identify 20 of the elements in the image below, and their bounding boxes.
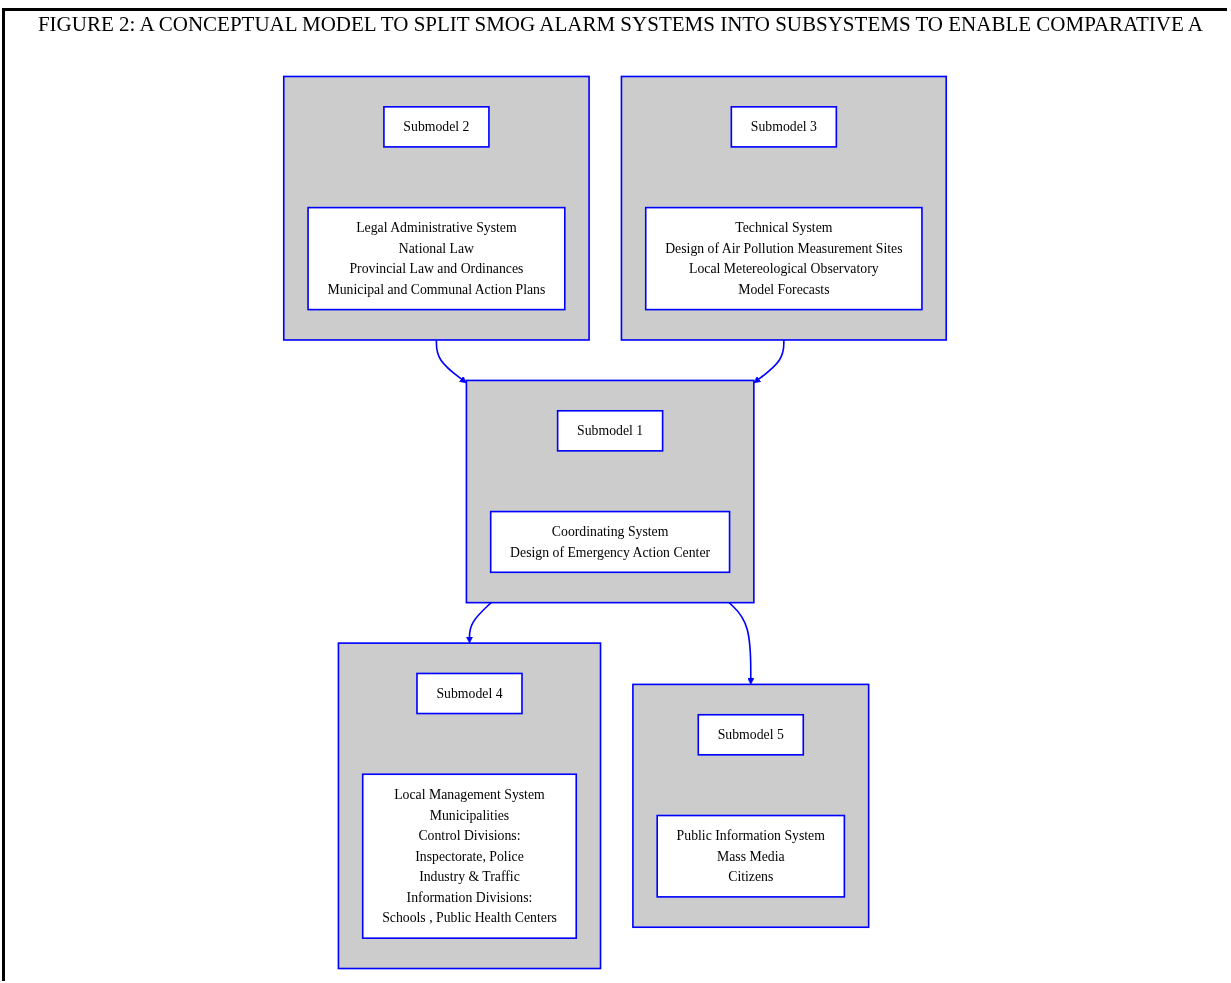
cluster — [465, 379, 755, 604]
node-box: Legal Administrative System National Law Provincial Law and Ordinances Municipal and Communal Action Plans — [307, 206, 566, 311]
node-box: Coordinating System Design of Emergency Action Center — [489, 510, 731, 574]
node-box: Submodel 1 — [556, 410, 664, 452]
node-box: Submodel 4 — [416, 672, 523, 715]
cluster — [337, 642, 602, 970]
arrow — [435, 339, 467, 384]
cluster — [620, 75, 948, 341]
cluster — [282, 75, 590, 341]
node-box: Technical System Design of Air Pollution Measurement Sites Local Metereological Observatory Model Forecasts — [644, 206, 923, 311]
cluster — [632, 683, 870, 929]
node-box: Submodel 2 — [383, 106, 490, 148]
arrow — [465, 601, 492, 644]
node-box: Submodel 3 — [730, 106, 838, 148]
arrow — [753, 339, 785, 384]
node-box: Local Management System Municipalities Control Divisions: Inspectorate, Police Industry & Traffic Information Divisions: Schools , Public Health Centers — [361, 773, 578, 939]
node-box: Submodel 5 — [697, 713, 805, 756]
arrow — [728, 601, 755, 685]
figure-title: FIGURE 2: A CONCEPTUAL MODEL TO SPLIT SMOG ALARM SYSTEMS INTO SUBSYSTEMS TO ENABLE COMPARATIVE A — [36, 12, 1205, 37]
node-box: Public Information System Mass Media Citizens — [656, 814, 846, 898]
